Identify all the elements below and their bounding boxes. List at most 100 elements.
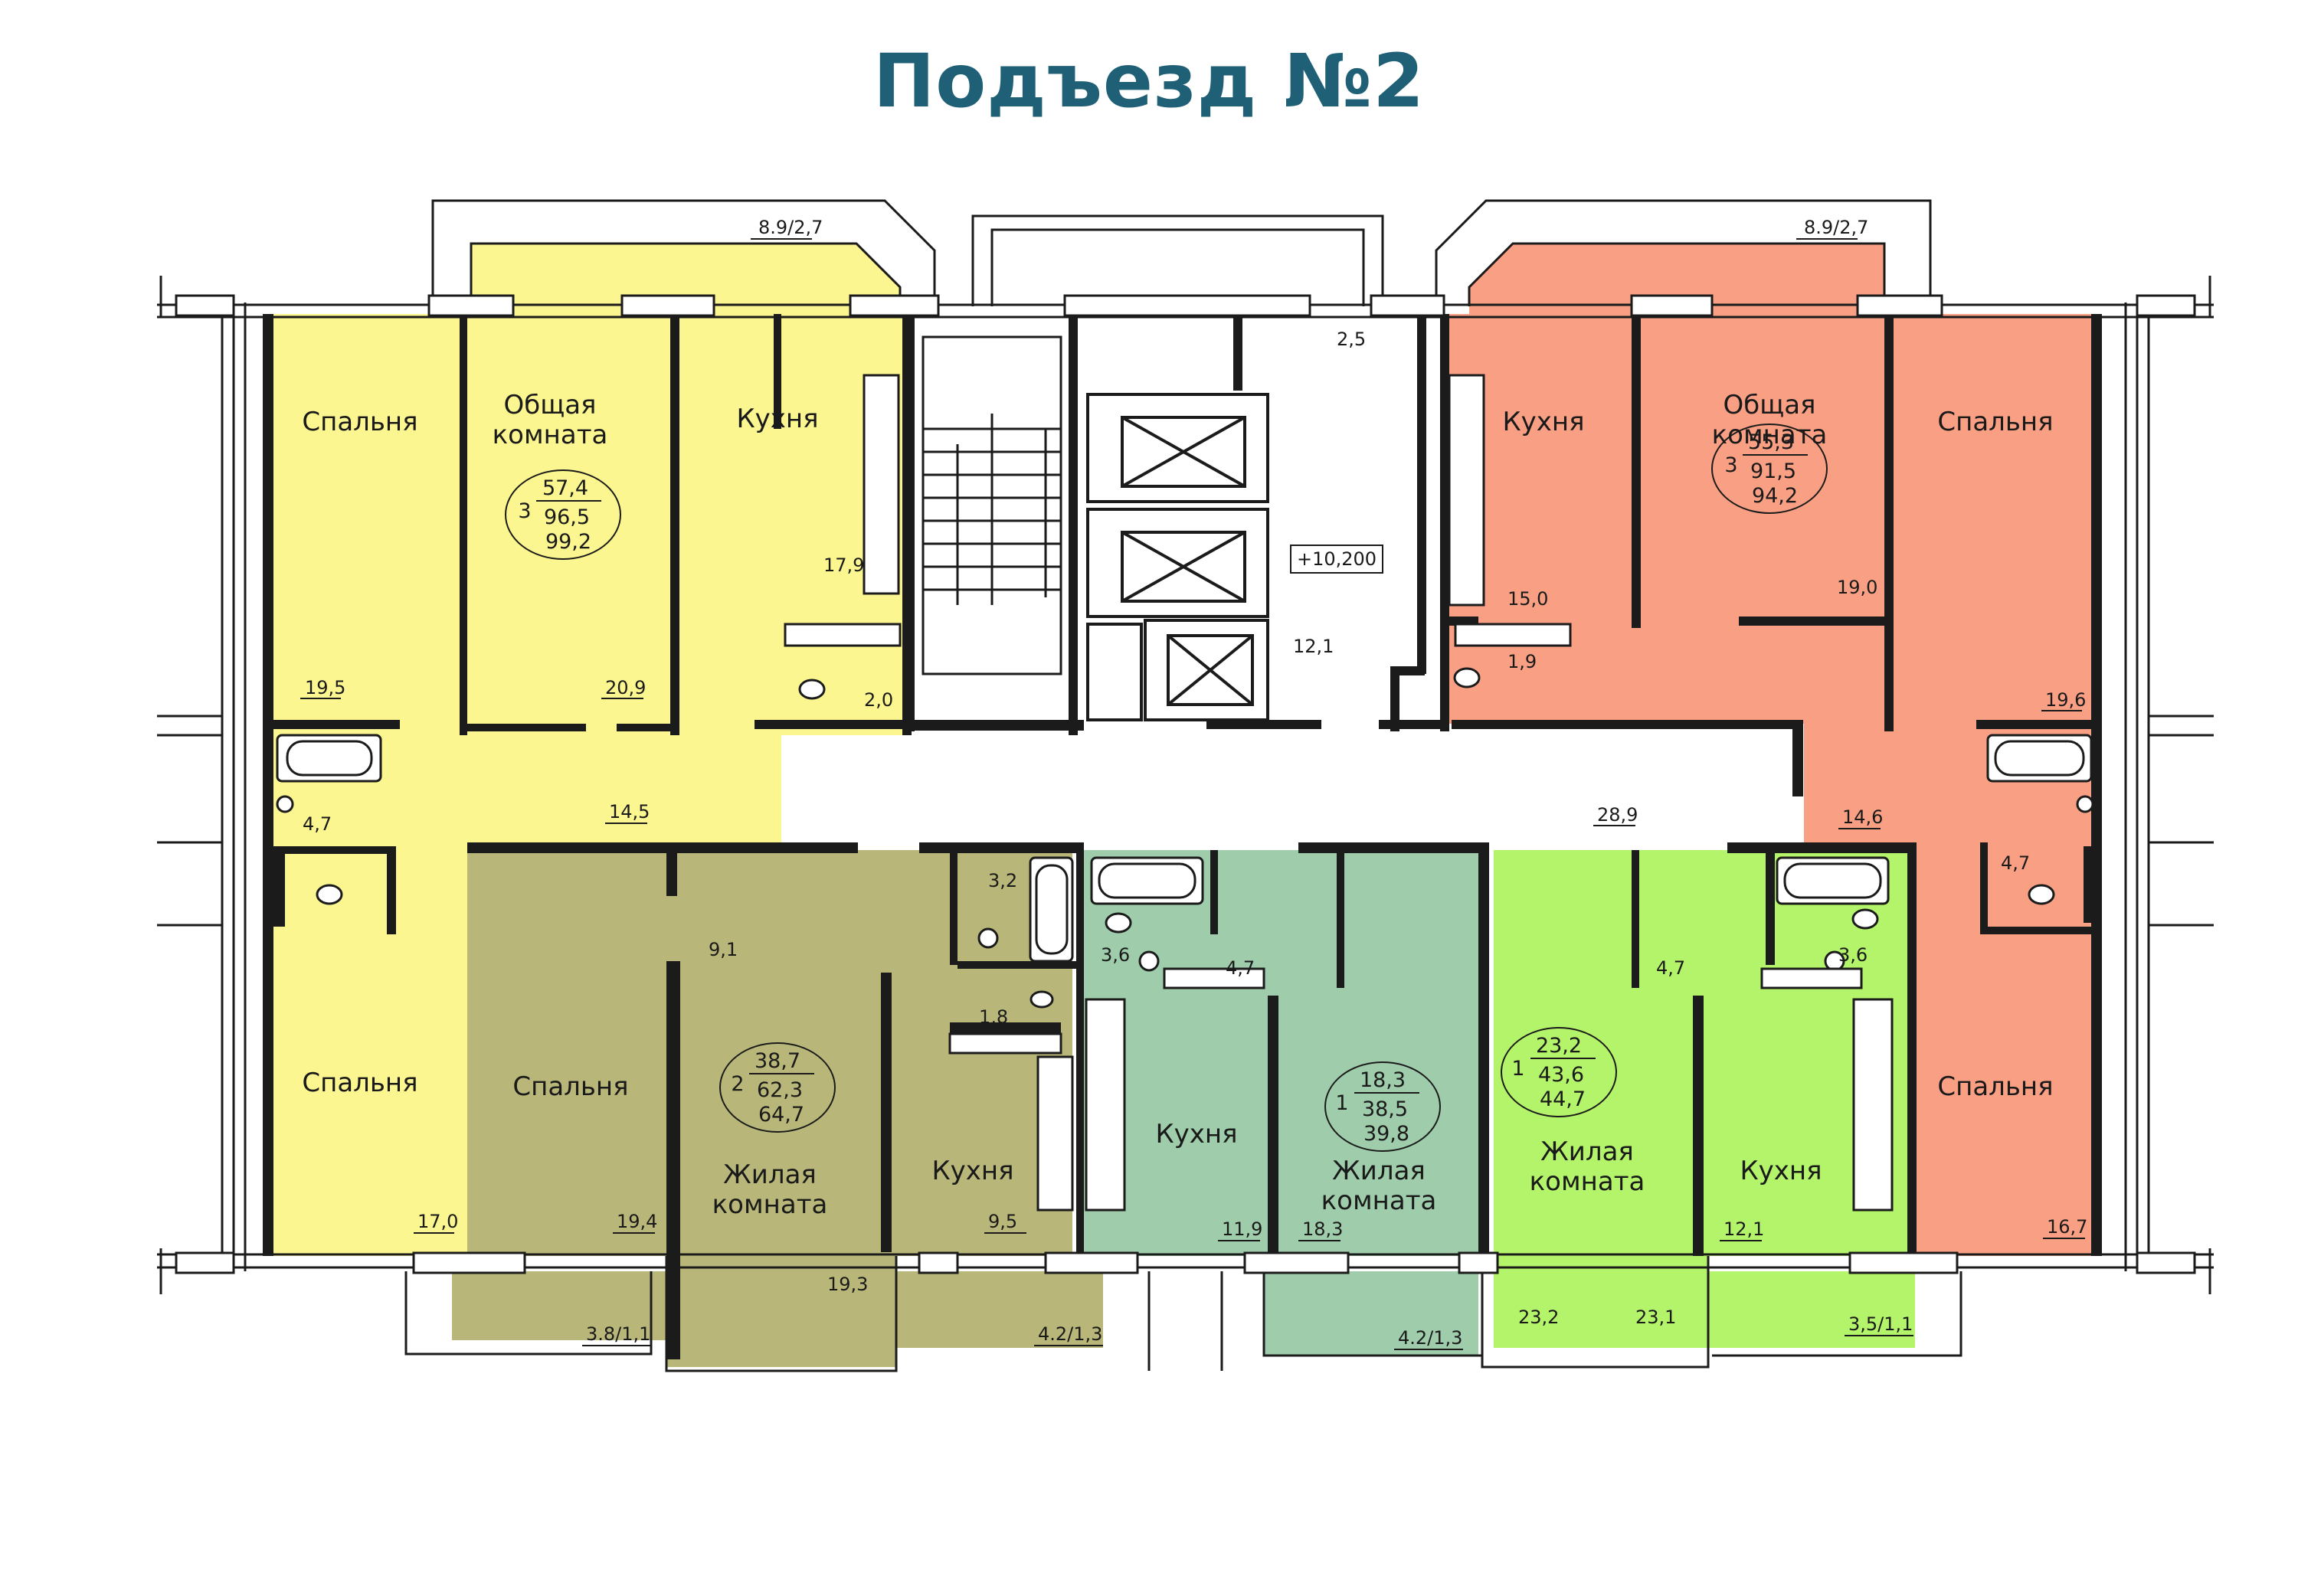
oval-apt3-right: 3 55,3 91,5 94,2: [1711, 424, 1828, 514]
area-values: 19,5 20,9 17,9 2,0 14,5 4,7 17,0 8.9/2,7…: [303, 217, 2087, 1349]
area-value: 1,8: [979, 1006, 1008, 1028]
zone-apt3-right-balcony: [1469, 244, 1884, 314]
oval-rooms: 2: [731, 1072, 744, 1096]
area-value: 19,4: [617, 1211, 657, 1232]
oval-total-balcony: 94,2: [1752, 484, 1798, 508]
elevation-box: [1290, 545, 1383, 574]
area-value: 4,7: [1226, 957, 1255, 979]
bathtub-icons: [276, 734, 2093, 963]
area-value: 4,7: [1656, 957, 1685, 979]
windows: [175, 294, 2196, 1274]
zone-apt1-mid-balcony: [1264, 1271, 1478, 1356]
area-value: 1,9: [1507, 651, 1537, 672]
oval-apt1-mid: 1 18,3 38,5 39,8: [1324, 1061, 1441, 1152]
room-name: Спальня: [302, 1068, 417, 1098]
area-value: 9,5: [988, 1211, 1017, 1232]
lift-shafts: [1086, 393, 1269, 721]
area-value: 11,9: [1222, 1218, 1262, 1240]
area-value: 2,5: [1337, 329, 1366, 350]
area-value: 2,0: [864, 689, 893, 711]
oval-total: 91,5: [1750, 460, 1796, 483]
zone-apt1-right-balcony2: [1708, 1271, 1915, 1348]
area-value: 3,2: [988, 870, 1017, 891]
area-value: 3,6: [1838, 944, 1868, 966]
area-value: 12,1: [1293, 636, 1334, 657]
oval-living: 23,2: [1536, 1034, 1582, 1058]
oval-rooms: 3: [1724, 453, 1737, 477]
area-value: 19,6: [2045, 689, 2086, 711]
oval-total: 43,6: [1538, 1063, 1584, 1087]
oval-living: 55,3: [1748, 430, 1794, 454]
oval-total-balcony: 64,7: [758, 1103, 804, 1127]
oval-total-balcony: 44,7: [1540, 1087, 1586, 1111]
room-name: Кухня: [736, 404, 818, 434]
zone-apt2: [467, 850, 1072, 1256]
area-value: 23,1: [1635, 1307, 1676, 1328]
area-value: 28,9: [1597, 804, 1638, 826]
interior-walls: [263, 314, 2102, 1359]
area-value: 4,7: [303, 813, 332, 835]
oval-apt2: 2 38,7 62,3 64,7: [719, 1042, 836, 1133]
area-value: 15,0: [1507, 588, 1548, 610]
elevation-mark: +10,200: [1297, 548, 1377, 570]
room-name: Кухня: [1502, 407, 1584, 437]
zone-apt3-left-balcony: [471, 244, 900, 314]
room-name: Кухня: [1155, 1119, 1237, 1150]
oval-living: 38,7: [755, 1049, 800, 1073]
area-value: 4.2/1,3: [1038, 1323, 1102, 1345]
area-value: 14,6: [1842, 806, 1883, 828]
room-name: Кухня: [1740, 1156, 1822, 1186]
zone-apt3-right: [1440, 314, 2099, 1256]
page-title: Подъезд №2: [872, 38, 1426, 124]
area-value: 16,7: [2047, 1216, 2087, 1238]
zone-apt1-mid: [1080, 850, 1478, 1256]
oval-living: 18,3: [1360, 1068, 1406, 1092]
area-value: 3,6: [1101, 944, 1130, 966]
oval-living: 57,4: [542, 476, 588, 500]
oval-total-balcony: 39,8: [1363, 1122, 1409, 1146]
area-value: 14,5: [609, 801, 650, 823]
area-value: 8.9/2,7: [1804, 217, 1868, 238]
oval-rooms: 3: [518, 499, 531, 523]
area-value: 4,7: [2001, 852, 2030, 874]
area-value: 12,1: [1724, 1218, 1764, 1240]
area-value: 19,5: [305, 677, 345, 698]
area-value: 4.2/1,3: [1398, 1327, 1462, 1349]
oval-total-balcony: 99,2: [545, 530, 591, 554]
oval-rooms: 1: [1335, 1091, 1348, 1115]
oval-apt3-left: 3 57,4 96,5 99,2: [505, 469, 621, 560]
room-name: Спальня: [1937, 1071, 2053, 1102]
zone-apt2-balcony-right: [896, 1271, 1103, 1348]
area-value: 3.8/1,1: [586, 1323, 650, 1345]
stair-core: [921, 335, 1062, 675]
kitchen-counter-icons: [784, 374, 1894, 1212]
oval-total: 38,5: [1362, 1097, 1408, 1121]
zone-apt3-left: [272, 314, 912, 1256]
oval-total: 96,5: [544, 505, 590, 529]
room-name: Спальня: [302, 407, 417, 437]
room-name: Спальня: [1937, 407, 2053, 437]
area-value: 3,5/1,1: [1848, 1313, 1913, 1335]
oval-total: 62,3: [757, 1078, 803, 1102]
zone-apt2-balcony-mid: [666, 1256, 896, 1367]
area-value: 18,3: [1302, 1218, 1343, 1240]
area-value: 23,2: [1518, 1307, 1559, 1328]
area-value: 17,0: [417, 1211, 458, 1232]
oval-apt1-right: 1 23,2 43,6 44,7: [1501, 1027, 1617, 1117]
area-value: 19,3: [827, 1274, 868, 1295]
area-value: 9,1: [709, 939, 738, 960]
zone-apt2-balcony-left: [452, 1271, 666, 1340]
room-name: Спальня: [512, 1071, 628, 1102]
apartment-zones: [272, 244, 2099, 1367]
area-value: 19,0: [1837, 577, 1877, 598]
area-value: 17,9: [823, 554, 864, 576]
toilet-icons: [276, 667, 2094, 1009]
area-value: 8.9/2,7: [758, 217, 823, 238]
